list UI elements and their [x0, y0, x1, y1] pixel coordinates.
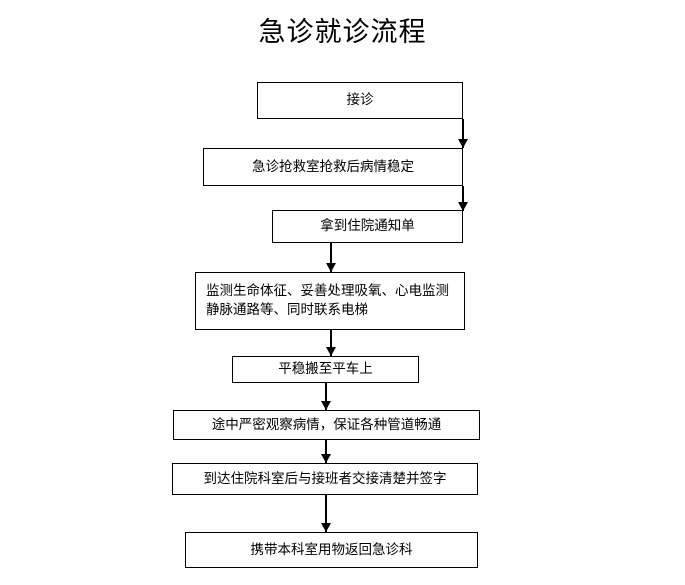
flow-arrow-4-to-5 [325, 330, 336, 356]
flow-node-transfer-to-gurney[interactable]: 平稳搬至平车上 [232, 356, 419, 383]
flow-node-monitor-vitals[interactable]: 监测生命体征、妥善处理吸氧、心电监测 静脉通路等、同时联系电梯 [195, 272, 465, 330]
flow-arrow-1-to-2 [457, 119, 468, 148]
flow-arrow-7-to-8 [320, 495, 331, 532]
flow-node-return-to-emergency[interactable]: 携带本科室用物返回急诊科 [185, 532, 478, 568]
flow-node-reception[interactable]: 接诊 [257, 82, 463, 119]
flow-arrow-5-to-6 [320, 383, 331, 410]
page-title: 急诊就诊流程 [258, 17, 427, 48]
flow-node-handover-signature[interactable]: 到达住院科室后与接班者交接清楚并签字 [172, 463, 478, 495]
flow-node-admission-notice[interactable]: 拿到住院通知单 [272, 210, 463, 243]
flow-arrow-3-to-4 [325, 243, 336, 272]
flow-arrow-6-to-7 [320, 440, 331, 463]
flow-node-observe-en-route[interactable]: 途中严密观察病情，保证各种管道畅通 [173, 410, 480, 440]
flow-arrow-2-to-3 [457, 186, 468, 211]
flow-node-stabilized-after-resuscitation[interactable]: 急诊抢救室抢救后病情稳定 [203, 148, 463, 186]
